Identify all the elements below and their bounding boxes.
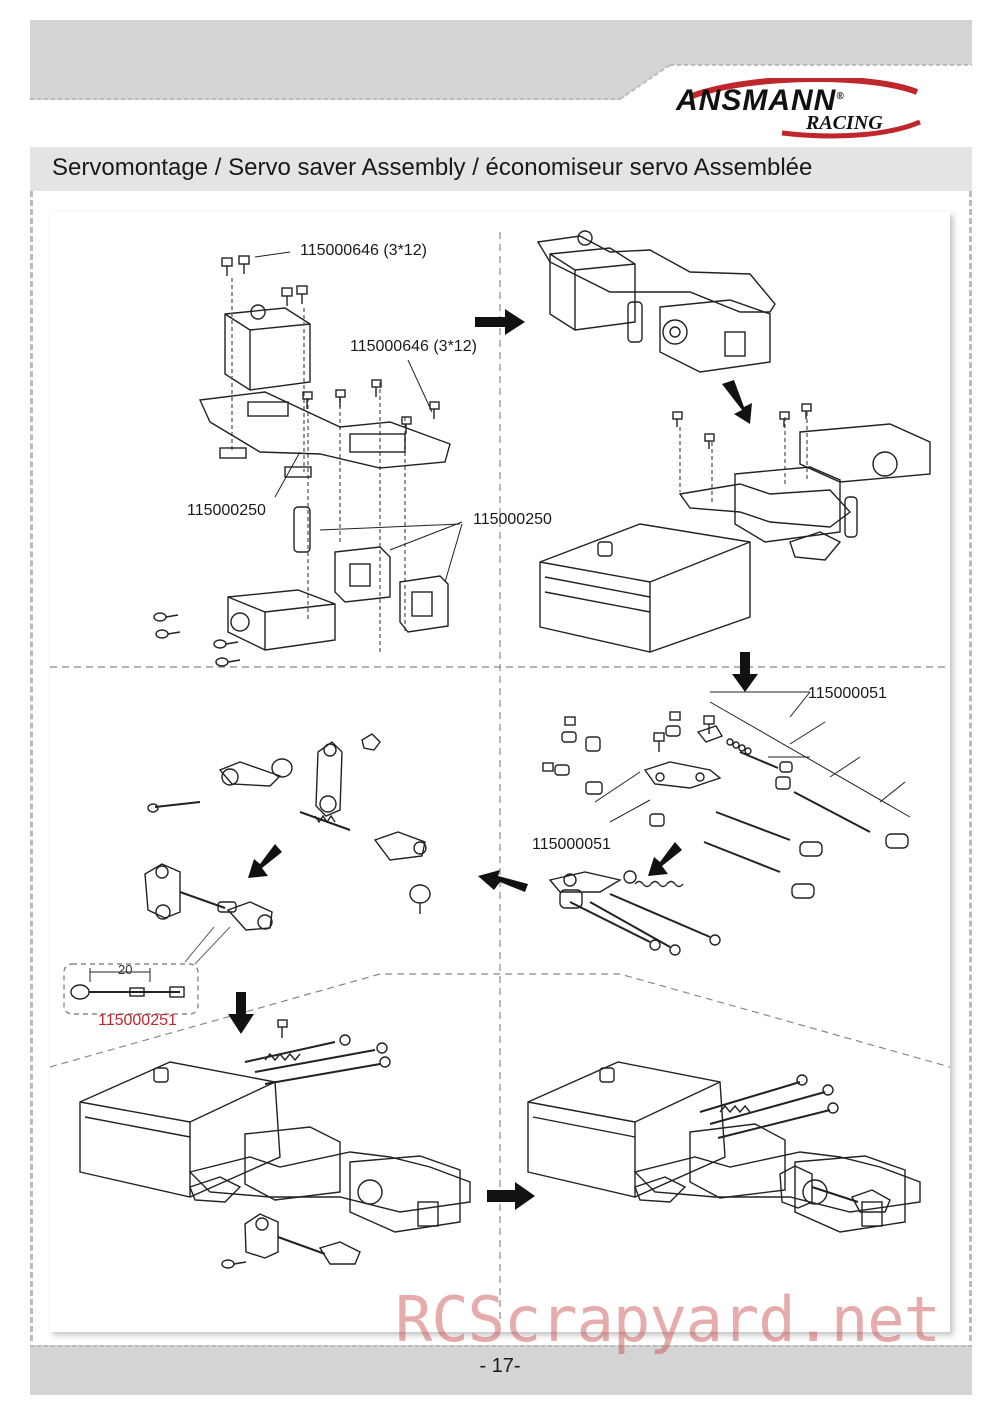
part-label-blocks: 115000250 [473, 511, 552, 528]
screws-middle [302, 379, 440, 434]
arrow-right-1 [475, 309, 525, 335]
brand-name: ANSMANN® [676, 84, 845, 117]
step6-servo-saver-exploded [147, 733, 431, 914]
ansmann-logo [690, 78, 921, 139]
arrow-down-3 [228, 992, 254, 1034]
arrow-left-1 [478, 870, 528, 892]
part-label-screw-2: 115000646 (3*12) [350, 338, 477, 355]
arrow-diag-2 [248, 844, 282, 878]
screws-top [221, 255, 308, 306]
assembly-diagram [50, 230, 950, 1322]
step7-servo-saver-assembled [63, 844, 282, 1015]
step8-final-assembly-left [79, 992, 471, 1269]
header-band [30, 20, 972, 100]
step3-receiver-box [539, 403, 931, 653]
step4-linkage-parts [542, 652, 911, 899]
part-label-plate: 115000250 [187, 502, 266, 519]
arrow-down-2 [732, 652, 758, 692]
part-label-linkage-1: 115000051 [808, 685, 887, 702]
part-label-linkage-2: 115000051 [532, 836, 611, 853]
page-frame [30, 191, 972, 1341]
step9-final-assembly-right [487, 1061, 921, 1233]
watermark: RCScrapyard.net [395, 1283, 941, 1356]
part-label-servo-saver: 115000251 [98, 1012, 177, 1029]
dimension-label: 20 [118, 962, 133, 977]
section-title-bar [30, 147, 972, 191]
step1-exploded-servo [153, 251, 463, 667]
arrow-down-1 [722, 380, 752, 424]
footer-band [30, 1345, 972, 1395]
section-title: Servomontage / Servo saver Assembly / éc… [52, 154, 813, 181]
step5-assembled-linkage [478, 842, 721, 956]
part-label-screw-1: 115000646 (3*12) [300, 242, 427, 259]
page-number: - 17- [479, 1355, 521, 1377]
screws-side [153, 612, 241, 667]
step2-servo-on-plate [475, 230, 776, 424]
panel-dividers [50, 232, 950, 1322]
arrow-right-2 [487, 1182, 535, 1210]
brand-sub: RACING [806, 112, 883, 134]
arrow-diag-1 [648, 842, 682, 876]
